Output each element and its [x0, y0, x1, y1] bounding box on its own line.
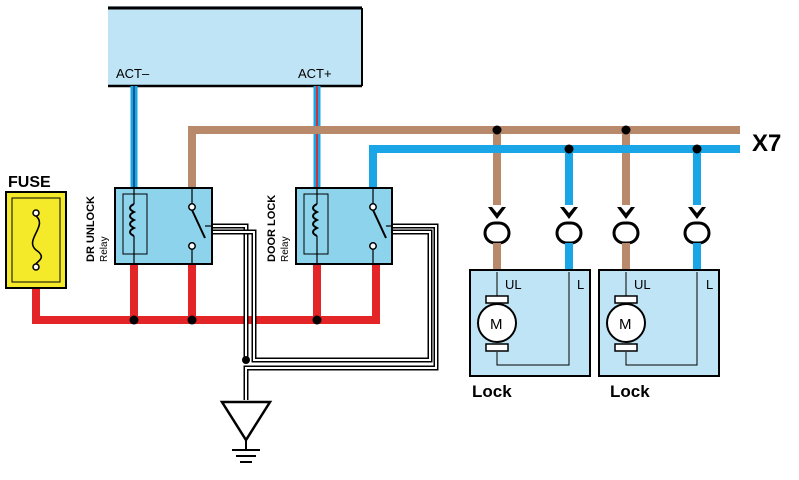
- lock-2-l-label: L: [706, 277, 713, 292]
- connector-l-1: [555, 207, 583, 245]
- fuse: FUSE: [5, 174, 67, 289]
- lock-2-title: Lock: [610, 382, 650, 401]
- connector-l-2: [683, 207, 711, 245]
- lock-1: UL L M Lock: [469, 269, 591, 401]
- relay-coil-icon: [312, 188, 320, 264]
- brown-bus-wire: [188, 125, 740, 205]
- door-lock-relay: DOOR LOCK Relay: [266, 187, 393, 265]
- lock-2-ul-label: UL: [634, 277, 651, 292]
- red-power-wire: [32, 262, 380, 325]
- relay-switch-icon: [369, 188, 392, 264]
- ground-icon: [219, 400, 273, 463]
- lock-2-motor-label: M: [619, 316, 632, 333]
- connector-ul-1: [483, 207, 511, 245]
- dr-unlock-relay-sub: Relay: [99, 236, 110, 262]
- door-lock-relay-sub: Relay: [280, 236, 291, 262]
- connector-ul-2: [612, 207, 640, 245]
- act-plus-label: ACT+: [298, 66, 332, 81]
- lock-1-ul-label: UL: [505, 277, 522, 292]
- fuse-icon: [31, 209, 43, 271]
- ground-wire: [212, 223, 439, 400]
- door-lock-relay-name: DOOR LOCK: [266, 195, 278, 262]
- lock-1-l-label: L: [577, 277, 584, 292]
- motor-icon: M: [477, 295, 517, 352]
- lock-2: UL L M Lock: [598, 269, 720, 401]
- dr-unlock-relay-name: DR UNLOCK: [85, 196, 97, 262]
- x7-label: X7: [752, 130, 781, 157]
- lock-1-motor-label: M: [490, 316, 503, 333]
- motor-icon: M: [606, 295, 646, 352]
- act-minus-label: ACT–: [116, 66, 150, 81]
- dr-unlock-relay: DR UNLOCK Relay: [85, 187, 213, 265]
- fuse-label: FUSE: [8, 174, 51, 191]
- relay-switch-icon: [188, 188, 212, 264]
- blue-bus-wire: [369, 144, 740, 205]
- control-module: ACT– ACT+: [108, 6, 363, 88]
- relay-coil-icon: [129, 188, 137, 264]
- lock-1-title: Lock: [472, 382, 512, 401]
